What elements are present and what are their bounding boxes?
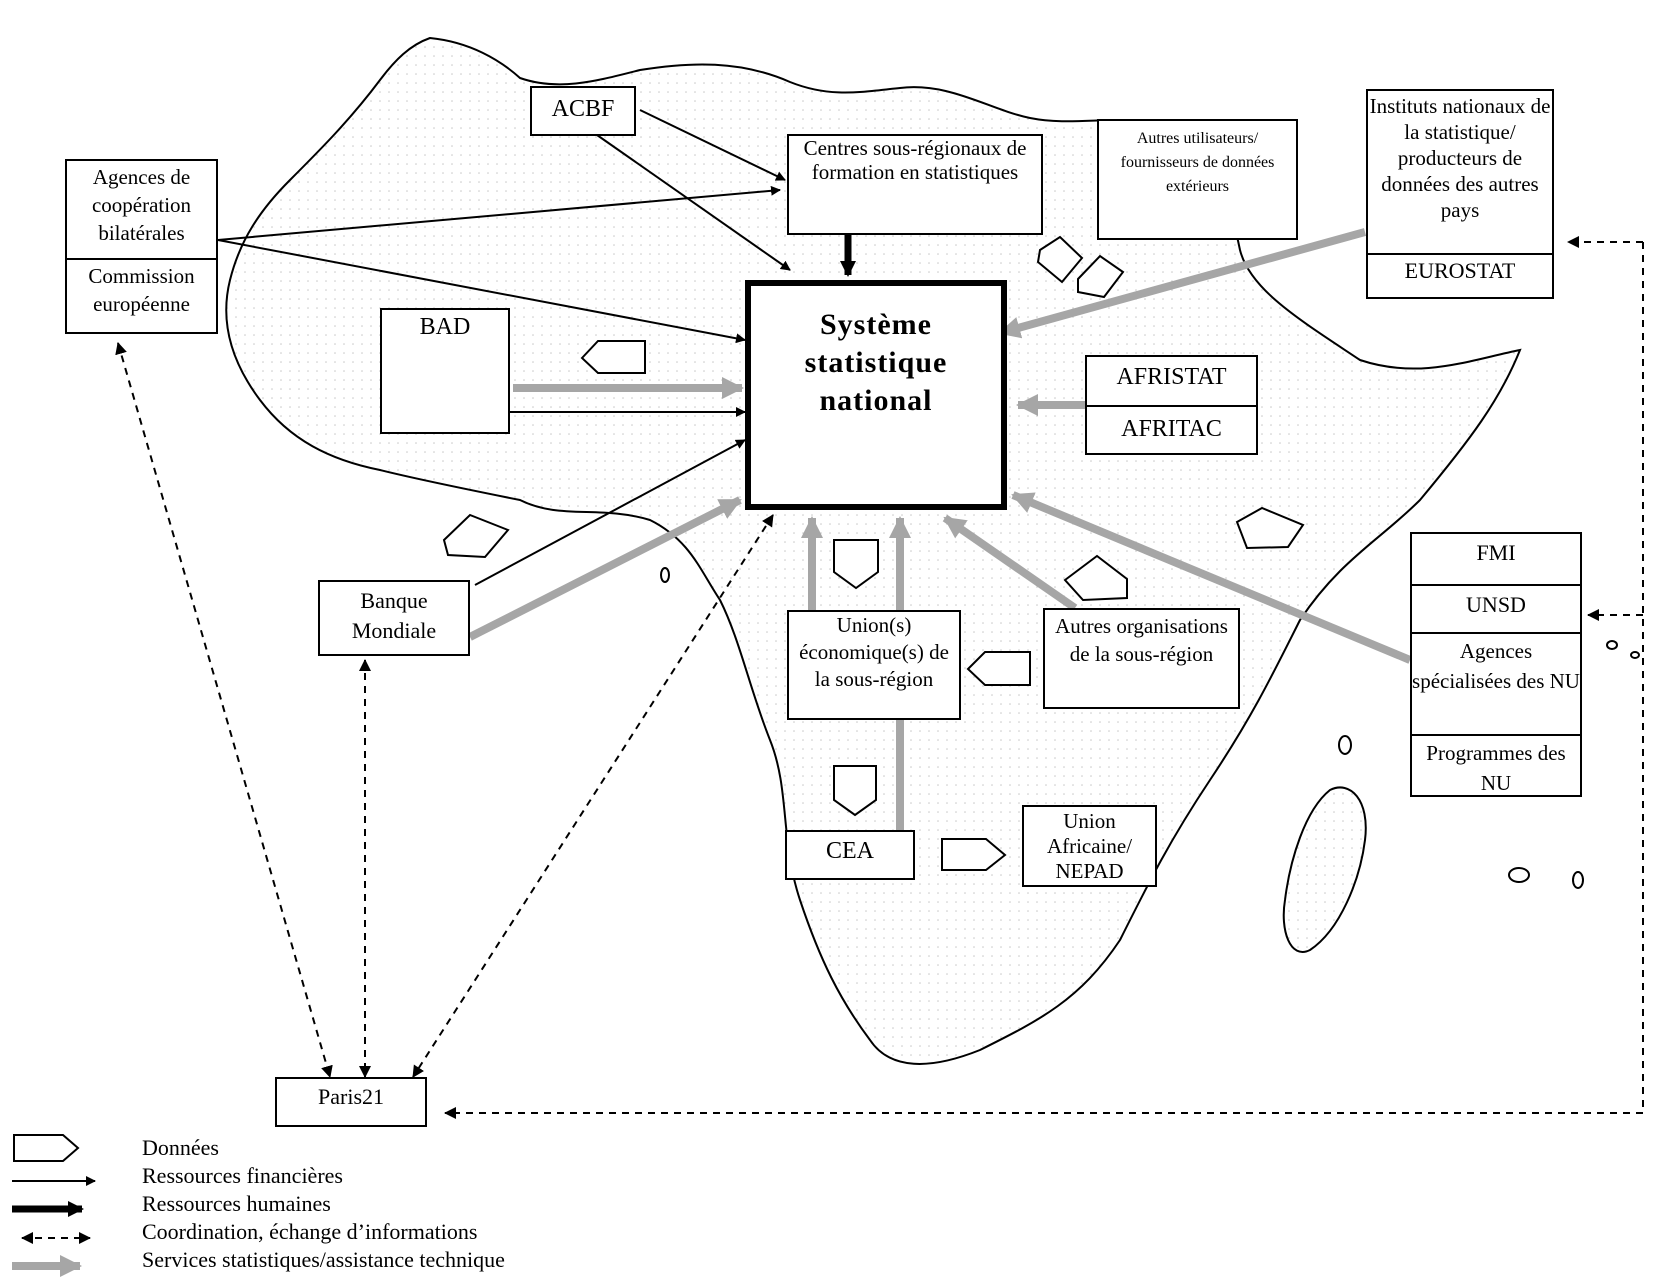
island-outline xyxy=(660,567,670,583)
instituts-nationaux-cell: Instituts nationaux de la statistique/ p… xyxy=(1368,91,1552,253)
legend-item-coordination: Coordination, échange d’informations xyxy=(142,1219,478,1244)
data-pentagon-icon xyxy=(1063,554,1128,602)
dashed-double-arrow-icon xyxy=(115,342,333,1078)
coordination-arrows xyxy=(115,236,1644,1119)
cea-box: CEA xyxy=(785,830,915,880)
afritac-cell: AFRITAC xyxy=(1087,405,1256,451)
afristat-afritac-box: AFRISTAT AFRITAC xyxy=(1085,355,1258,455)
data-pentagon-icon xyxy=(941,838,1007,871)
commission-europeenne-cell: Commission européenne xyxy=(67,258,216,318)
fmi-label: FMI xyxy=(1476,540,1516,565)
autres-utilisateurs-box: Autres utilisateurs/ fournisseurs de don… xyxy=(1097,119,1298,240)
programmes-nu-label: Programmes des NU xyxy=(1426,741,1566,795)
data-pentagon-icon xyxy=(1077,254,1125,299)
commission-europeenne-label: Commission européenne xyxy=(88,264,195,316)
data-pentagon-icon xyxy=(1235,506,1305,550)
island-outline xyxy=(1606,640,1618,650)
instituts-nationaux-label: Instituts nationaux de la statistique/ p… xyxy=(1369,94,1551,222)
data-shapes xyxy=(442,235,1305,871)
thin-arrow-icon xyxy=(217,239,746,344)
legend-icons xyxy=(12,1134,96,1277)
union-africaine-box: Union Africaine/ NEPAD xyxy=(1022,805,1157,887)
centres-sous-regionaux-label: Centres sous-régionaux de formation en s… xyxy=(803,136,1027,184)
unsd-cell: UNSD xyxy=(1412,584,1580,632)
banque-mondiale-box: Banque Mondiale xyxy=(318,580,470,656)
gray-arrow-icon xyxy=(1011,491,1412,664)
island-outline xyxy=(1338,735,1352,755)
data-pentagon-icon xyxy=(833,539,879,590)
paris21-box: Paris21 xyxy=(275,1077,427,1127)
legend-item-ressources-humaines: Ressources humaines xyxy=(142,1191,331,1216)
banque-mondiale-label: Banque Mondiale xyxy=(351,588,437,643)
data-pentagon-icon xyxy=(442,513,510,559)
thin-arrow-icon xyxy=(217,185,781,241)
programmes-nu-cell: Programmes des NU xyxy=(1412,734,1580,798)
acbf-box: ACBF xyxy=(530,86,636,136)
legend-item-donnees: Données xyxy=(142,1135,219,1160)
data-pentagon-icon xyxy=(833,765,877,817)
afristat-cell: AFRISTAT xyxy=(1087,357,1256,405)
paris21-label: Paris21 xyxy=(318,1084,384,1109)
island-outline xyxy=(1630,651,1640,659)
agences-cooperation-label: Agences de coopération bilatérales xyxy=(91,165,192,245)
unions-economiques-box: Union(s) économique(s) de la sous-région xyxy=(787,610,961,720)
eurostat-label: EUROSTAT xyxy=(1404,258,1516,283)
thin-arrow-icon xyxy=(639,109,786,181)
systeme-national-box: Système statistique national xyxy=(745,280,1007,510)
bad-box: BAD xyxy=(380,308,510,434)
cea-label: CEA xyxy=(826,838,874,864)
agences-specialisees-cell: Agences spécialisées des NU xyxy=(1412,632,1580,734)
centres-sous-regionaux-box: Centres sous-régionaux de formation en s… xyxy=(787,134,1043,235)
unsd-label: UNSD xyxy=(1466,592,1526,617)
fmi-cell: FMI xyxy=(1412,534,1580,584)
afritac-label: AFRITAC xyxy=(1121,416,1222,442)
agences-specialisees-label: Agences spécialisées des NU xyxy=(1412,639,1580,693)
legend-item-services-statistiques: Services statistiques/assistance techniq… xyxy=(142,1247,505,1272)
island-outline xyxy=(1508,867,1530,883)
acbf-label: ACBF xyxy=(551,96,615,122)
madagascar-outline xyxy=(1282,786,1367,953)
unions-economiques-label: Union(s) économique(s) de la sous-région xyxy=(799,613,949,691)
agences-cooperation-cell: Agences de coopération bilatérales xyxy=(67,161,216,258)
island-outline xyxy=(1572,871,1584,889)
union-africaine-label: Union Africaine/ NEPAD xyxy=(1046,809,1133,883)
data-pentagon-icon xyxy=(1036,235,1084,284)
autres-utilisateurs-label: Autres utilisateurs/ fournisseurs de don… xyxy=(1120,130,1275,195)
data-pentagon-icon xyxy=(580,340,646,374)
instituts-eurostat-box: Instituts nationaux de la statistique/ p… xyxy=(1366,89,1554,299)
nations-unies-box: FMI UNSD Agences spécialisées des NU Pro… xyxy=(1410,532,1582,797)
gray-arrow-icon xyxy=(942,514,1078,612)
legend-item-ressources-financieres: Ressources financières xyxy=(142,1163,343,1188)
autres-organisations-box: Autres organisations de la sous-région xyxy=(1043,608,1240,709)
autres-organisations-label: Autres organisations de la sous-région xyxy=(1055,614,1228,666)
gray-arrow-icon xyxy=(998,228,1367,339)
systeme-national-label: Système statistique national xyxy=(804,308,948,417)
agences-commission-box: Agences de coopération bilatérales Commi… xyxy=(65,159,218,334)
data-pentagon-icon xyxy=(13,1134,80,1162)
afristat-label: AFRISTAT xyxy=(1116,364,1227,390)
bad-label: BAD xyxy=(419,314,471,340)
thin-arrow-icon xyxy=(596,134,791,271)
eurostat-cell: EUROSTAT xyxy=(1368,253,1552,287)
data-pentagon-icon xyxy=(966,651,1031,686)
dashed-double-arrow-icon xyxy=(444,242,1644,1119)
